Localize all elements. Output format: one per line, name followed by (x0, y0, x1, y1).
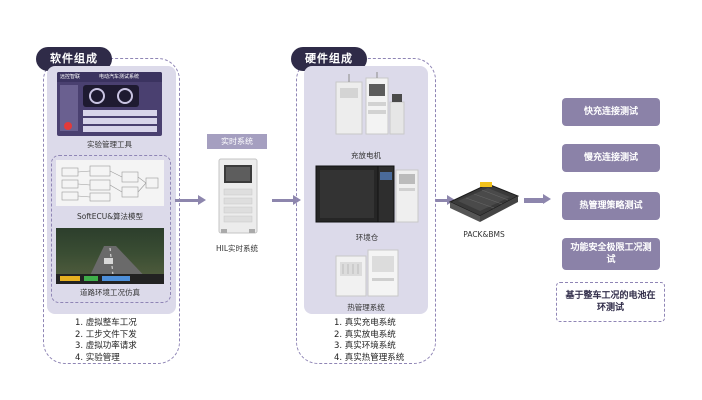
arrow-software-to-hil (175, 195, 206, 205)
environment-chamber (315, 165, 419, 223)
hil-cabinet (218, 158, 258, 234)
road-simulation-image (56, 228, 164, 284)
ecu-road-inner-frame (51, 155, 171, 303)
soft-ecu-caption: SoftECU&算法模型 (76, 212, 144, 221)
realtime-system-tag: 实时系统 (207, 134, 267, 149)
battery-pack-image (446, 176, 522, 224)
charger-caption: 充放电机 (351, 151, 381, 160)
software-item-list: 1. 虚拟整车工况 2. 工步文件下发 3. 虚拟功率请求 4. 实验管理 (75, 318, 137, 364)
thermal-caption: 热管理系统 (347, 303, 385, 312)
mgmt-tool-caption: 实验管理工具 (87, 140, 132, 149)
thermal-system-image (332, 248, 400, 298)
charger-cabinets (335, 72, 405, 135)
software-item: 3. 虚拟功率请求 (75, 341, 137, 351)
charger-image (326, 72, 406, 142)
stop-button-icon (64, 122, 72, 130)
software-item: 1. 虚拟整车工况 (75, 318, 137, 328)
arrow-hil-to-hardware (272, 195, 301, 205)
hardware-item: 2. 真实放电系统 (334, 329, 396, 340)
environment-chamber-image (314, 162, 420, 226)
road-scene (56, 246, 164, 284)
hardware-item: 1. 真实充电系统 (334, 318, 396, 328)
hardware-item: 3. 真实环境系统 (334, 341, 396, 351)
test-thermal-strategy: 热管理策略测试 (562, 192, 660, 220)
test-slow-charge: 慢充连接测试 (562, 144, 660, 172)
road-sim-caption: 道路环境工况仿真 (80, 288, 140, 297)
hardware-item: 4. 真实热管理系统 (334, 352, 405, 363)
soft-ecu-diagram (56, 160, 164, 206)
mgmt-brand: 远控智联 (60, 74, 81, 80)
ecu-block-diagram (61, 165, 159, 202)
arrow-pack-to-tests (524, 194, 551, 204)
test-fast-charge: 快充连接测试 (562, 98, 660, 126)
hardware-item-list: 1. 真实充电系统 2. 真实放电系统 3. 真实环境系统 4. 真实热管理系统 (334, 318, 404, 364)
test-functional-safety: 功能安全极限工况测试 (562, 238, 660, 270)
pack-bms-caption: PACK&BMS (463, 230, 505, 239)
thermal-units (335, 249, 399, 297)
test-battery-in-loop: 基于整车工况的电池在环测试 (556, 282, 665, 322)
experiment-management-screen: 远控智联 电动汽车测试系统 (57, 72, 162, 136)
arrow-hardware-to-pack (436, 195, 455, 205)
chamber-caption: 环境仓 (355, 233, 379, 242)
mgmt-screen-title: 电动汽车测试系统 (99, 74, 140, 80)
hil-cabinet-image (217, 157, 259, 235)
gauge-panel (83, 85, 139, 107)
hil-caption: HIL实时系统 (215, 244, 259, 253)
software-item: 2. 工步文件下发 (75, 329, 137, 340)
software-item: 4. 实验管理 (75, 352, 120, 363)
battery-pack (448, 182, 520, 222)
